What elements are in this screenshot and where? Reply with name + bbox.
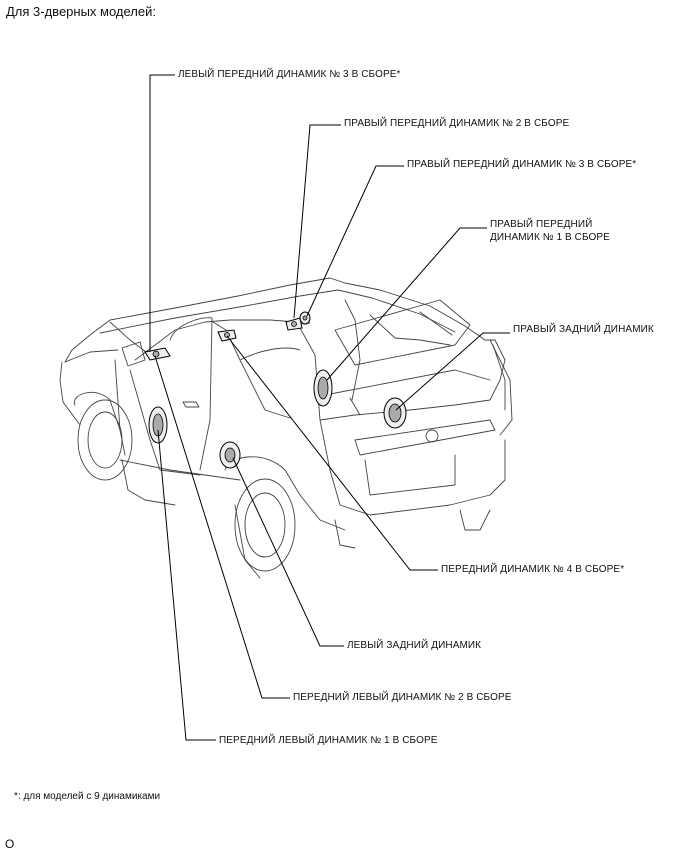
callout-right-front-speaker-1: ПРАВЫЙ ПЕРЕДНИЙ ДИНАМИК № 1 В СБОРЕ bbox=[490, 218, 610, 244]
callout-front-left-speaker-2: ПЕРЕДНИЙ ЛЕВЫЙ ДИНАМИК № 2 В СБОРЕ bbox=[293, 692, 512, 703]
speaker-right-front-1 bbox=[313, 369, 333, 407]
callout-right-front-speaker-1-line1: ПРАВЫЙ ПЕРЕДНИЙ bbox=[490, 219, 593, 230]
callout-front-speaker-4: ПЕРЕДНИЙ ДИНАМИК № 4 В СБОРЕ* bbox=[441, 564, 625, 575]
speaker-left-rear bbox=[219, 441, 241, 469]
speaker-front-left-1 bbox=[148, 406, 168, 444]
speaker-front-4 bbox=[217, 329, 237, 342]
vehicle-outline bbox=[59, 277, 513, 579]
callout-left-rear-speaker: ЛЕВЫЙ ЗАДНИЙ ДИНАМИК bbox=[347, 640, 482, 651]
callout-front-left-speaker-1: ПЕРЕДНИЙ ЛЕВЫЙ ДИНАМИК № 1 В СБОРЕ bbox=[219, 735, 438, 746]
figure-code: O bbox=[5, 837, 15, 851]
speaker-right-rear bbox=[383, 397, 407, 429]
leader-lines bbox=[149, 74, 510, 741]
page-header: Для 3-дверных моделей: bbox=[6, 4, 156, 19]
speaker-right-front-2 bbox=[285, 317, 303, 331]
callout-right-front-speaker-3: ПРАВЫЙ ПЕРЕДНИЙ ДИНАМИК № 3 В СБОРЕ* bbox=[407, 159, 637, 170]
callout-right-rear-speaker: ПРАВЫЙ ЗАДНИЙ ДИНАМИК bbox=[513, 324, 654, 335]
footnote: *: для моделей с 9 динамиками bbox=[14, 791, 161, 802]
speaker-front-left-3 bbox=[144, 347, 171, 361]
callout-right-front-speaker-2: ПРАВЫЙ ПЕРЕДНИЙ ДИНАМИК № 2 В СБОРЕ bbox=[344, 118, 570, 129]
callout-right-front-speaker-1-line2: ДИНАМИК № 1 В СБОРЕ bbox=[490, 232, 610, 243]
callout-left-front-speaker-3: ЛЕВЫЙ ПЕРЕДНИЙ ДИНАМИК № 3 В СБОРЕ* bbox=[178, 69, 401, 80]
